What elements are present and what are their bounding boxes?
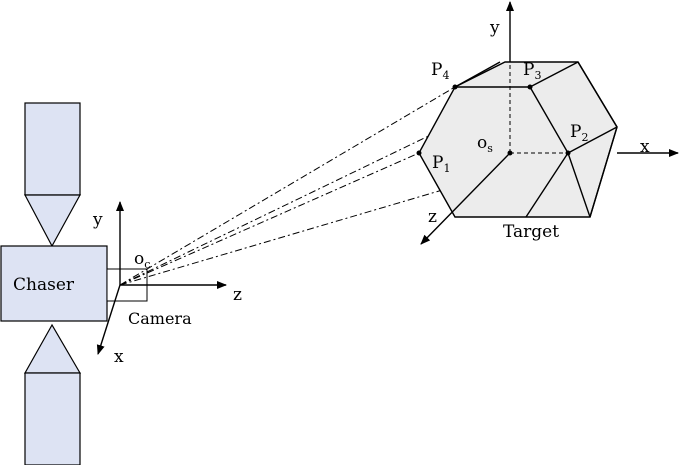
lower-panel-mount — [23, 323, 82, 374]
camera-x-label: x — [114, 347, 124, 367]
point-labels: P4 P3 P1 P2 — [431, 60, 588, 175]
chaser-spacecraft: Chaser Camera — [0, 102, 192, 465]
point-p3 — [527, 84, 533, 90]
target-side-edge — [567, 152, 591, 218]
target-frame: y x z os — [420, 1, 679, 245]
point-p1 — [416, 150, 422, 156]
camera-z-label: z — [233, 285, 242, 305]
chaser-label: Chaser — [13, 275, 75, 295]
target-x-label: x — [640, 137, 650, 157]
p4-label: P4 — [431, 60, 449, 82]
target-origin-label: os — [477, 133, 493, 155]
target-right-edge — [567, 126, 618, 154]
ray-to-p4 — [119, 86, 456, 286]
p2-label: P2 — [570, 122, 588, 144]
p1-label: P1 — [432, 153, 450, 175]
lower-solar-panel — [24, 372, 81, 465]
target-label: Target — [503, 222, 559, 242]
camera-x-axis — [96, 284, 121, 355]
ray-to-p1 — [119, 152, 420, 286]
target-y-label: y — [489, 18, 500, 38]
camera-y-label: y — [92, 210, 103, 230]
camera-frame: y z x oc — [92, 201, 242, 367]
target-top-edge — [529, 61, 579, 88]
target-z-axis — [420, 152, 511, 245]
point-p4 — [452, 84, 458, 90]
ray-to-p2 — [119, 152, 569, 286]
upper-panel-mount — [24, 194, 82, 248]
camera-origin-label: oc — [134, 249, 150, 271]
chaser-body — [0, 245, 108, 322]
upper-solar-panel — [24, 102, 81, 196]
point-p2 — [565, 150, 571, 156]
target-edge — [454, 61, 501, 88]
target-z-label: z — [428, 207, 437, 227]
target-object: Target — [416, 61, 618, 242]
camera-label: Camera — [128, 309, 192, 328]
p3-label: P3 — [523, 60, 541, 82]
target-front-face — [455, 86, 569, 218]
